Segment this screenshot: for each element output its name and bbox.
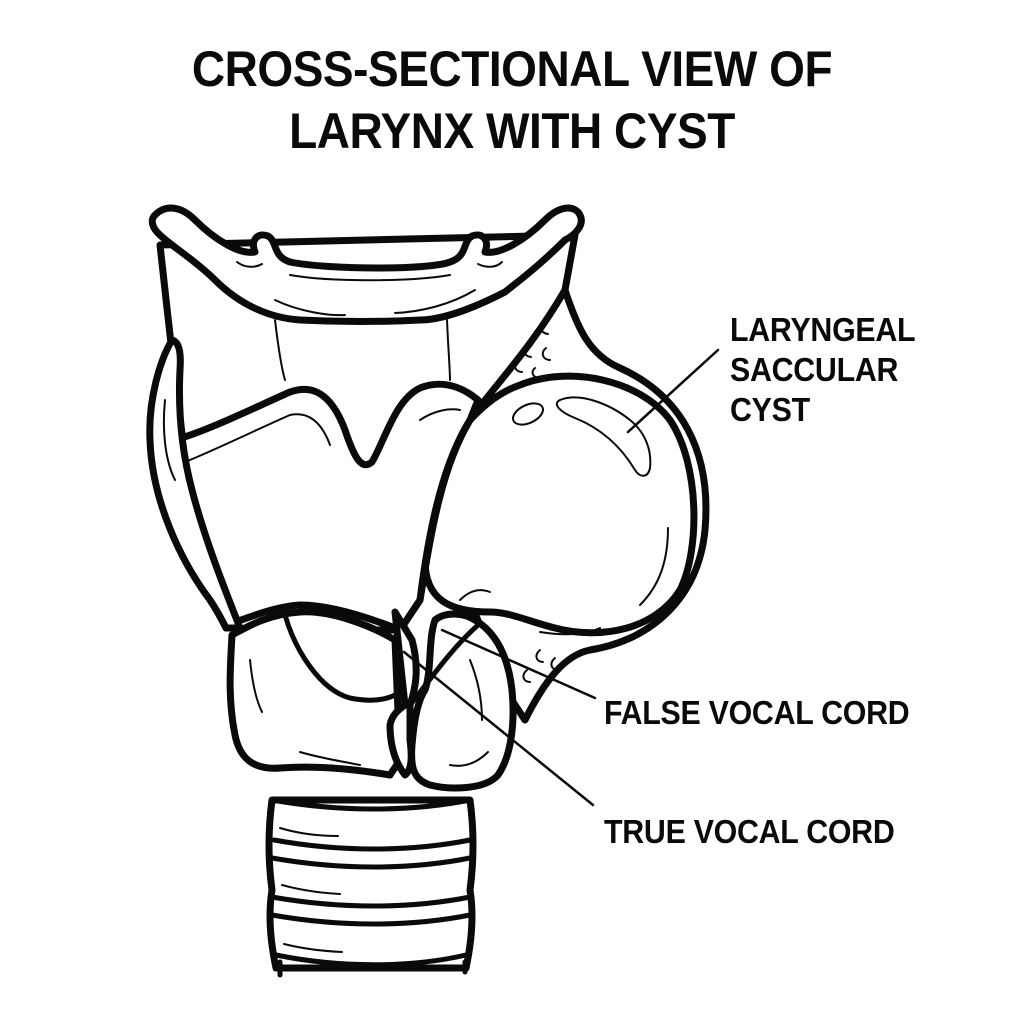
thyroid-cartilage xyxy=(146,204,585,634)
label-false-vocal-cord: FALSE VOCAL CORD xyxy=(604,694,910,731)
leader-line-true-vocal-cord xyxy=(402,650,595,807)
label-true-vocal-cord: TRUE VOCAL CORD xyxy=(604,813,895,850)
title-line-1: CROSS-SECTIONAL VIEW OF xyxy=(191,41,833,97)
leader-line-cyst xyxy=(626,348,720,434)
label-cyst-line-2: SACCULAR xyxy=(730,351,899,388)
diagram-title: CROSS-SECTIONAL VIEW OF LARYNX WITH CYST xyxy=(41,38,983,162)
label-cyst-line-1: LARYNGEAL xyxy=(730,311,916,348)
label-cyst-line-3: CYST xyxy=(730,391,810,428)
vocal-cord-region xyxy=(226,608,517,792)
title-line-2: LARYNX WITH CYST xyxy=(289,103,735,159)
trachea xyxy=(265,796,477,978)
label-laryngeal-saccular-cyst: LARYNGEAL SACCULAR CYST xyxy=(730,310,916,430)
leader-line-false-vocal-cord xyxy=(440,628,597,700)
